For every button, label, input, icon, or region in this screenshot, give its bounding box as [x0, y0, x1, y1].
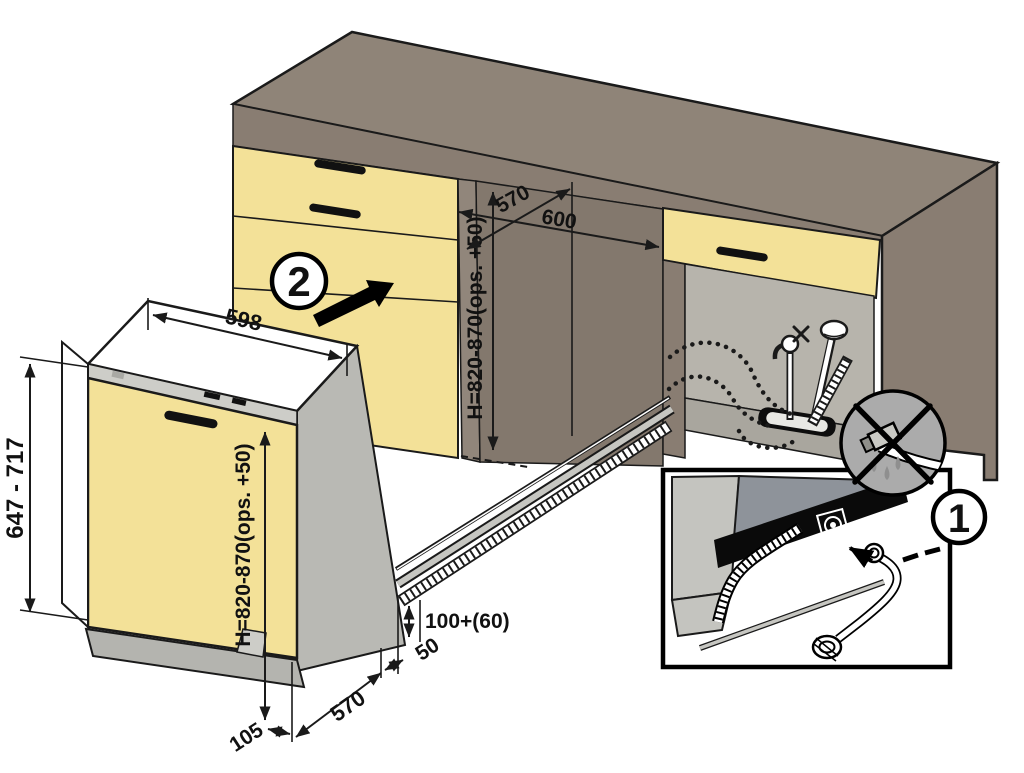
drawer-handle — [309, 203, 361, 219]
water-tap — [772, 325, 810, 420]
plinth-recess-label: 105 — [226, 718, 268, 757]
niche-interior — [475, 180, 664, 467]
push-direction-arrow — [313, 280, 394, 327]
door-handle — [164, 410, 218, 429]
connection-inset — [660, 467, 953, 670]
drain-pipe-cap — [819, 319, 849, 341]
hose-hole-slot-inner — [766, 412, 828, 432]
dishwasher: 598 647 - 717 H=820-870(ops. +50) 105 57… — [2, 298, 510, 757]
step-1: 1 — [930, 488, 988, 546]
connect-arrow — [848, 546, 875, 569]
dw-width-arrow — [152, 312, 343, 361]
no-leak-magnifier — [839, 389, 947, 497]
niche-height-label: H=820-870(ops. +50) — [464, 216, 487, 419]
rear-clearance-arrow — [384, 658, 404, 672]
drawer-divider — [232, 287, 459, 303]
hose-routing-dotted-path — [666, 340, 797, 450]
drawer-divider — [232, 215, 459, 241]
step-1-number: 1 — [948, 497, 970, 541]
sink-cabinet — [662, 259, 875, 465]
dw-depth-label: 570 — [325, 685, 369, 727]
inset-rail — [698, 579, 886, 651]
supply-hose-elbow — [811, 542, 941, 662]
hose-riser-label: 100+(60) — [425, 610, 510, 633]
step-1-badge — [930, 488, 988, 546]
prohibited-cross-icon — [852, 403, 934, 485]
dw-height-label: 647 - 717 — [2, 437, 29, 538]
dw-depth-arrow — [295, 672, 382, 738]
connect-dashes — [902, 546, 941, 563]
step-2: 2 — [269, 251, 394, 327]
dishwasher-left-edge — [61, 339, 89, 630]
right-cabinet — [662, 206, 882, 300]
hose-bundle — [394, 395, 675, 607]
step-2-badge — [269, 251, 329, 311]
drawer-handle — [314, 159, 366, 175]
step-2-number: 2 — [287, 258, 310, 305]
drawer-handle — [716, 246, 768, 262]
plinth-recess-arrow — [267, 725, 291, 738]
inset-drain-hose — [712, 523, 804, 624]
niche-dimensions: H=820-870(ops. +50) 570 600 — [458, 181, 660, 451]
inset-dw-foot — [670, 590, 733, 638]
tap-spout — [772, 342, 784, 360]
inlet-valve-detail — [815, 507, 851, 543]
niche-width-arrow — [458, 208, 660, 251]
right-drawer-front — [662, 206, 882, 300]
drain-hose-stub — [807, 355, 853, 427]
dw-adjust-height-label: H=820-870(ops. +50) — [232, 443, 255, 646]
control-strip-buttons — [111, 370, 247, 406]
rear-clearance-label: 50 — [411, 634, 443, 666]
